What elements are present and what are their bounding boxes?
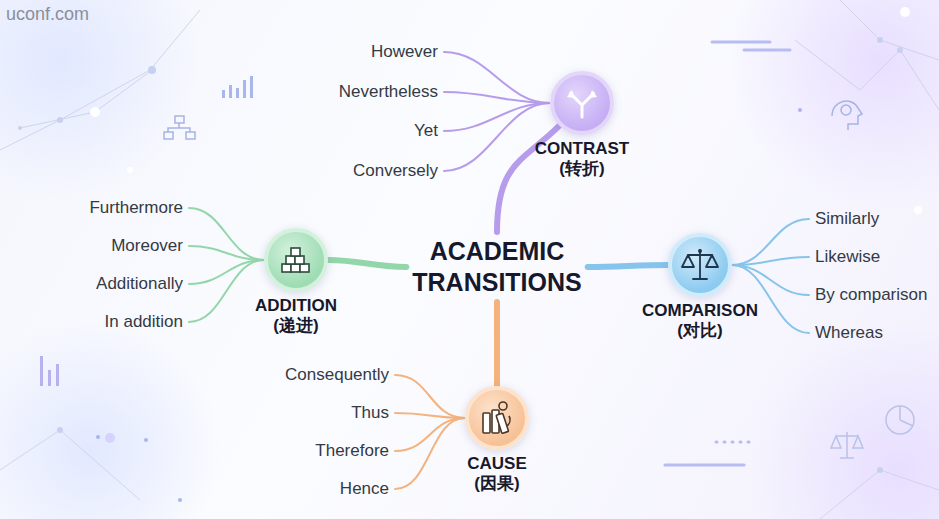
- transition-text: Likewise: [815, 247, 880, 267]
- category-node: CONTRAST (转折): [535, 71, 629, 179]
- central-topic: ACADEMIC TRANSITIONS: [412, 236, 581, 298]
- sub-branch: [444, 103, 550, 171]
- sub-branch: [732, 257, 809, 265]
- transition-word: Consequently: [285, 365, 389, 385]
- transition-text: Whereas: [815, 323, 883, 343]
- sub-branch: [444, 92, 550, 103]
- transition-text: Moreover: [111, 236, 183, 256]
- sub-branch: [732, 219, 809, 265]
- category-node: ADDITION (递进): [255, 228, 337, 336]
- category-label: COMPARISON (对比): [642, 301, 758, 341]
- category-icon: [264, 228, 328, 292]
- sub-branch: [395, 418, 465, 451]
- transition-text: Hence: [340, 479, 389, 499]
- transition-text: Therefore: [315, 441, 389, 461]
- category-node: COMPARISON (对比): [642, 233, 758, 341]
- category-label: CONTRAST (转折): [535, 139, 629, 179]
- transition-word: In addition: [105, 312, 183, 332]
- sub-branch: [189, 246, 264, 260]
- transition-text: Conversely: [353, 161, 438, 181]
- transition-text: Additionally: [96, 274, 183, 294]
- transition-text: Yet: [414, 121, 438, 141]
- category-icon: [465, 386, 529, 450]
- category-label: ADDITION (递进): [255, 296, 337, 336]
- transition-word: Furthermore: [89, 198, 183, 218]
- sub-branch: [189, 208, 264, 260]
- central-title: ACADEMIC TRANSITIONS: [412, 236, 581, 298]
- transition-word: Conversely: [353, 161, 438, 181]
- transition-word: Hence: [340, 479, 389, 499]
- transition-word: Whereas: [815, 323, 883, 343]
- transition-word: However: [371, 42, 438, 62]
- watermark: uconf.com: [6, 4, 89, 25]
- sub-branch: [444, 52, 550, 103]
- transition-text: In addition: [105, 312, 183, 332]
- category-label: CAUSE (因果): [467, 454, 527, 494]
- transition-text: However: [371, 42, 438, 62]
- transition-word: Therefore: [315, 441, 389, 461]
- transition-text: By comparison: [815, 285, 927, 305]
- main-branch: [328, 260, 406, 267]
- category-circle: [465, 386, 529, 450]
- sub-branch: [732, 265, 809, 333]
- transition-text: Similarly: [815, 209, 879, 229]
- transition-word: Nevertheless: [339, 82, 438, 102]
- transition-text: Nevertheless: [339, 82, 438, 102]
- main-branch: [588, 265, 668, 267]
- sub-branch: [395, 418, 465, 489]
- sub-branch: [395, 413, 465, 418]
- category-node: CAUSE (因果): [465, 386, 529, 494]
- transition-word: Similarly: [815, 209, 879, 229]
- transition-word: Additionally: [96, 274, 183, 294]
- transition-word: Likewise: [815, 247, 880, 267]
- sub-branch: [395, 375, 465, 418]
- category-circle: [668, 233, 732, 297]
- transition-text: Furthermore: [89, 198, 183, 218]
- transition-word: Moreover: [111, 236, 183, 256]
- transition-word: Yet: [414, 121, 438, 141]
- category-icon: [668, 233, 732, 297]
- transition-word: By comparison: [815, 285, 927, 305]
- sub-branch: [189, 260, 264, 284]
- transition-text: Thus: [351, 403, 389, 423]
- sub-branch: [189, 260, 264, 322]
- transition-word: Thus: [351, 403, 389, 423]
- main-branch: [494, 302, 500, 386]
- category-circle: [264, 228, 328, 292]
- category-icon: [550, 71, 614, 135]
- category-circle: [550, 71, 614, 135]
- sub-branch: [732, 265, 809, 295]
- transition-text: Consequently: [285, 365, 389, 385]
- sub-branch: [444, 103, 550, 131]
